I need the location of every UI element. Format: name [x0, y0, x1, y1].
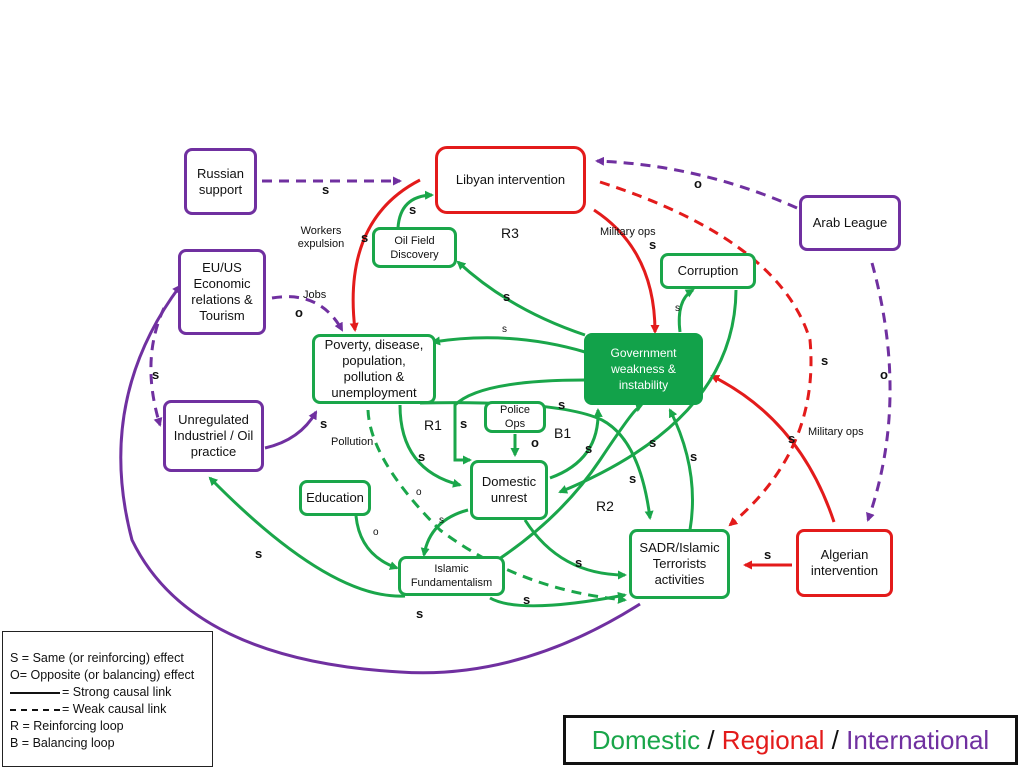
- legend-weak-row: = Weak causal link: [10, 701, 206, 718]
- loop-label-b1: B1: [554, 425, 572, 441]
- arrow-sadr-euus: [119, 284, 641, 675]
- arrow-islamic-government: [489, 402, 644, 567]
- node-eu-us-relations: EU/US Economic relations & Tourism: [178, 249, 266, 335]
- arrow-euus-unregulated: [149, 307, 166, 427]
- polarity-s: s: [690, 449, 698, 464]
- polarity-o: o: [880, 367, 888, 382]
- polarity-o: o: [531, 435, 539, 450]
- arrow-algerian-government: [710, 374, 836, 523]
- arrow-arableague-sadr: [866, 262, 892, 522]
- label-jobs: Jobs: [303, 289, 327, 301]
- arrow-libya-government: [593, 208, 660, 334]
- node-libyan-intervention: Libyan intervention: [435, 146, 586, 214]
- legend-same: S = Same (or reinforcing) effect: [10, 651, 184, 665]
- arrow-unrest-government: [549, 408, 603, 480]
- node-russian-support: Russian support: [184, 148, 257, 215]
- arrow-education-islamic: [354, 515, 399, 570]
- node-police-ops: Police Ops: [484, 401, 546, 433]
- polarity-s: s: [152, 367, 160, 382]
- polarity-s: s: [503, 289, 511, 304]
- key-regional: Regional: [721, 725, 825, 755]
- polarity-s: s: [361, 230, 369, 245]
- polarity-s: s: [649, 237, 657, 252]
- loop-label-r2: R2: [596, 498, 614, 514]
- node-unregulated-practice: Unregulated Industriel / Oil practice: [163, 400, 264, 472]
- arrow-poverty-sadr-weak: [366, 409, 627, 604]
- node-oil-field-discovery: Oil Field Discovery: [372, 227, 457, 268]
- color-key: Domestic / Regional / International: [563, 715, 1018, 765]
- polarity-s: s: [629, 471, 637, 486]
- dashed-line-icon: [10, 708, 60, 711]
- arrow-unregulated-poverty: [264, 410, 318, 450]
- polarity-s: s: [764, 547, 772, 562]
- node-education: Education: [299, 480, 371, 516]
- legend-strong-row: = Strong causal link: [10, 684, 206, 701]
- arrow-government-corruption: [677, 288, 695, 333]
- arrow-islamic-unregulated: [208, 476, 406, 598]
- polarity-s: s: [460, 416, 468, 431]
- polarity-s: s: [675, 303, 680, 314]
- polarity-s: s: [821, 353, 829, 368]
- arrow-unrest-islamic: [420, 508, 469, 557]
- label-military-ops-right: Military ops: [808, 426, 864, 438]
- arrow-arableague-libya: [595, 156, 798, 210]
- polarity-s: s: [416, 606, 424, 621]
- loop-label-r3: R3: [501, 225, 519, 241]
- node-corruption: Corruption: [660, 253, 756, 289]
- polarity-s: s: [320, 416, 328, 431]
- polarity-s: s: [558, 397, 566, 412]
- label-pollution: Pollution: [331, 436, 374, 448]
- polarity-s: s: [502, 324, 507, 335]
- legend-box: S = Same (or reinforcing) effect O= Oppo…: [2, 631, 213, 767]
- arrow-libya-poverty: [349, 178, 421, 332]
- polarity-s: s: [575, 555, 583, 570]
- polarity-s: s: [585, 441, 593, 456]
- polarity-s: s: [523, 592, 531, 607]
- node-sadr-terrorists: SADR/Islamic Terrorists activities: [629, 529, 730, 599]
- polarity-o: o: [295, 305, 303, 320]
- polarity-s: s: [788, 431, 796, 446]
- polarity-o: o: [373, 527, 379, 538]
- arrow-government-poverty: [431, 336, 586, 354]
- loop-label-r1: R1: [424, 417, 442, 433]
- key-domestic: Domestic: [591, 725, 701, 755]
- polarity-s: s: [649, 435, 657, 450]
- arrow-libya-sadr: [599, 180, 813, 527]
- node-algerian-intervention: Algerian intervention: [796, 529, 893, 597]
- node-poverty: Poverty, disease, population, pollution …: [312, 334, 436, 404]
- legend-reinforcing: R = Reinforcing loop: [10, 719, 124, 733]
- arrow-unrest-sadr: [523, 519, 627, 580]
- key-separator: /: [824, 725, 847, 755]
- label-workers-expulsion: Workers expulsion: [297, 225, 345, 250]
- arrow-islamic-sadr: [489, 591, 627, 608]
- arrow-poverty-unrest: [398, 404, 462, 488]
- legend-opposite: O= Opposite (or balancing) effect: [10, 668, 195, 682]
- arrow-euus-poverty: [271, 295, 344, 332]
- node-arab-league: Arab League: [799, 195, 901, 251]
- node-islamic-fundamentalism: Islamic Fundamentalism: [398, 556, 505, 596]
- polarity-s: s: [418, 449, 426, 464]
- arrow-corruption-unrest: [558, 289, 738, 494]
- polarity-s: s: [409, 202, 417, 217]
- arrow-oilfield-libya: [396, 190, 434, 229]
- polarity-s: s: [439, 515, 444, 526]
- polarity-o: o: [694, 176, 702, 191]
- node-government-weakness: Government weakness & instability: [584, 333, 703, 405]
- legend-balancing: B = Balancing loop: [10, 736, 115, 750]
- key-international: International: [846, 725, 990, 755]
- key-separator: /: [700, 725, 722, 755]
- solid-line-icon: [10, 691, 60, 694]
- label-military-ops-top: Military ops: [600, 226, 656, 238]
- node-domestic-unrest: Domestic unrest: [470, 460, 548, 520]
- arrow-government-policeops: [453, 378, 586, 465]
- polarity-s: s: [255, 546, 263, 561]
- legend-strong: = Strong causal link: [62, 685, 172, 699]
- polarity-o: o: [416, 487, 422, 498]
- arrow-sadr-government: [668, 408, 694, 531]
- arrow-government-oilfield: [456, 260, 586, 337]
- legend-weak: = Weak causal link: [62, 702, 167, 716]
- polarity-s: s: [322, 182, 330, 197]
